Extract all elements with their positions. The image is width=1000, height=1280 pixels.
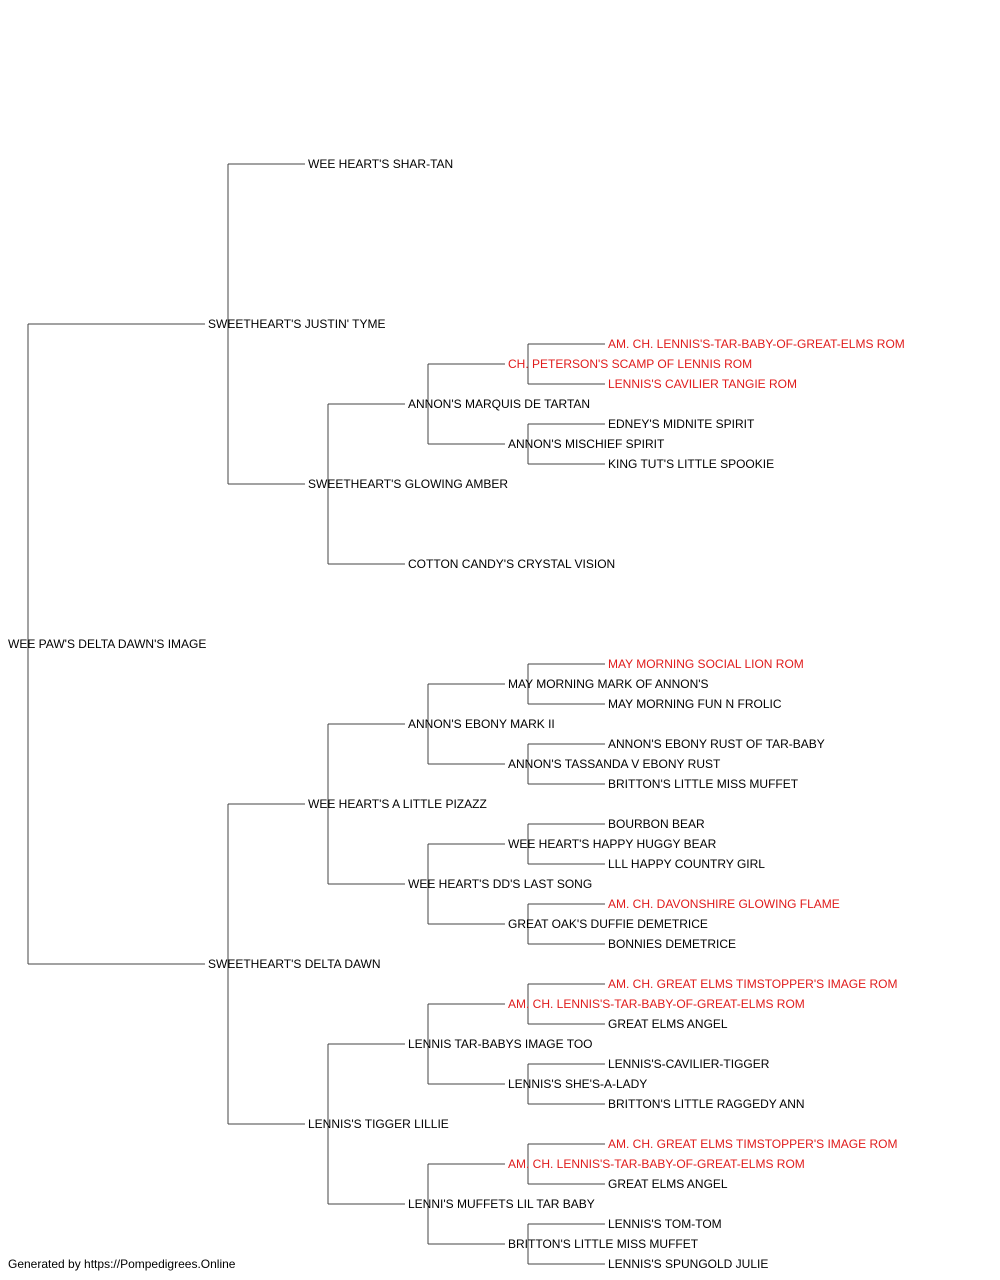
ancestor-name-gen4-sdss: CH. PETERSON'S SCAMP OF LENNIS ROM <box>508 357 753 371</box>
ancestor-name-gen4-dddd: BRITTON'S LITTLE MISS MUFFET <box>508 1237 699 1251</box>
ancestor-name-gen5-dsssd: MAY MORNING FUN N FROLIC <box>608 697 782 711</box>
ancestor-name-gen5-dssds: ANNON'S EBONY RUST OF TAR-BABY <box>608 737 825 751</box>
ancestor-name-gen5-sdssd: LENNIS'S CAVILIER TANGIE ROM <box>608 377 797 391</box>
ancestor-name-gen2-sd: SWEETHEART'S GLOWING AMBER <box>308 477 509 491</box>
ancestor-name-gen5-dssss: MAY MORNING SOCIAL LION ROM <box>608 657 804 671</box>
ancestor-name-gen4-ddsd: LENNIS'S SHE'S-A-LADY <box>508 1077 648 1091</box>
ancestor-name-gen5-sdsds: EDNEY'S MIDNITE SPIRIT <box>608 417 755 431</box>
ancestor-name-gen5-ddssd: GREAT ELMS ANGEL <box>608 1017 728 1031</box>
ancestor-name-gen3-dsd: WEE HEART'S DD'S LAST SONG <box>408 877 593 891</box>
ancestor-name-gen5-sdsss: AM. CH. LENNIS'S-TAR-BABY-OF-GREAT-ELMS … <box>608 337 905 351</box>
ancestor-name-gen5-ddsds: LENNIS'S-CAVILIER-TIGGER <box>608 1057 770 1071</box>
ancestor-name-gen4-ddss: AM. CH. LENNIS'S-TAR-BABY-OF-GREAT-ELMS … <box>508 997 805 1011</box>
ancestor-name-gen5-dddsd: GREAT ELMS ANGEL <box>608 1177 728 1191</box>
ancestor-name-gen4-sdsd: ANNON'S MISCHIEF SPIRIT <box>508 437 665 451</box>
ancestor-name-gen5-dsdds: AM. CH. DAVONSHIRE GLOWING FLAME <box>608 897 840 911</box>
ancestor-name-gen1-d: SWEETHEART'S DELTA DAWN <box>208 957 381 971</box>
ancestor-name-gen5-dssdd: BRITTON'S LITTLE MISS MUFFET <box>608 777 799 791</box>
ancestor-name-gen5-ddddd: LENNIS'S SPUNGOLD JULIE <box>608 1257 769 1271</box>
ancestor-name-gen3-dds: LENNIS TAR-BABYS IMAGE TOO <box>408 1037 593 1051</box>
ancestor-name-gen1-s: SWEETHEART'S JUSTIN' TYME <box>208 317 386 331</box>
ancestor-name-gen4-ddds: AM. CH. LENNIS'S-TAR-BABY-OF-GREAT-ELMS … <box>508 1157 805 1171</box>
ancestor-name-gen3-dss: ANNON'S EBONY MARK II <box>408 717 555 731</box>
ancestor-name-gen5-dsdss: BOURBON BEAR <box>608 817 705 831</box>
ancestor-name-gen3-ddd: LENNI'S MUFFETS LIL TAR BABY <box>408 1197 595 1211</box>
ancestor-name-gen4-dsdd: GREAT OAK'S DUFFIE DEMETRICE <box>508 917 708 931</box>
ancestor-name-gen2-ds: WEE HEART'S A LITTLE PIZAZZ <box>308 797 487 811</box>
ancestor-name-gen5-dddss: AM. CH. GREAT ELMS TIMSTOPPER'S IMAGE RO… <box>608 1137 898 1151</box>
ancestor-name-gen2-ss: WEE HEART'S SHAR-TAN <box>308 157 454 171</box>
ancestor-name-gen4-dsss: MAY MORNING MARK OF ANNON'S <box>508 677 709 691</box>
ancestor-name-gen2-dd: LENNIS'S TIGGER LILLIE <box>308 1117 449 1131</box>
ancestor-name-gen5-dsddd: BONNIES DEMETRICE <box>608 937 737 951</box>
ancestor-name-gen5-sdsdd: KING TUT'S LITTLE SPOOKIE <box>608 457 775 471</box>
ancestor-name-gen4-dsds: WEE HEART'S HAPPY HUGGY BEAR <box>508 837 717 851</box>
generated-by-footer: Generated by https://Pompedigrees.Online <box>8 1257 236 1271</box>
ancestor-name-gen5-ddsss: AM. CH. GREAT ELMS TIMSTOPPER'S IMAGE RO… <box>608 977 898 991</box>
subject-dog-name: WEE PAW'S DELTA DAWN'S IMAGE <box>8 637 207 651</box>
ancestor-name-gen5-ddsdd: BRITTON'S LITTLE RAGGEDY ANN <box>608 1097 805 1111</box>
ancestor-name-gen5-dddds: LENNIS'S TOM-TOM <box>608 1217 722 1231</box>
ancestor-name-gen4-dssd: ANNON'S TASSANDA V EBONY RUST <box>508 757 721 771</box>
ancestor-name-gen3-sdd: COTTON CANDY'S CRYSTAL VISION <box>408 557 616 571</box>
ancestor-name-gen5-dsdsd: LLL HAPPY COUNTRY GIRL <box>608 857 765 871</box>
ancestor-name-gen3-sds: ANNON'S MARQUIS DE TARTAN <box>408 397 591 411</box>
